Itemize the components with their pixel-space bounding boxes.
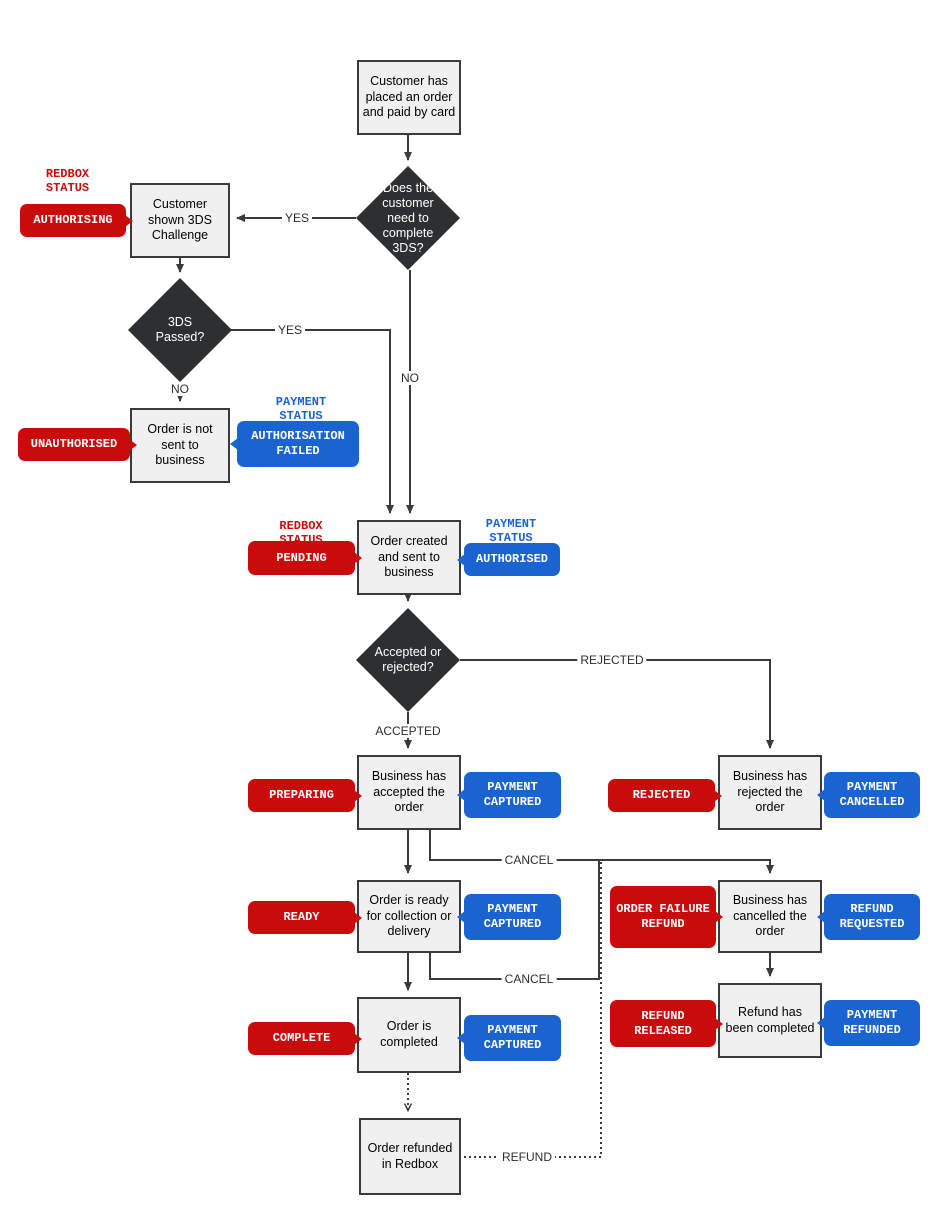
status-badge-ready: READY xyxy=(248,901,362,934)
node-business-accepted: Business has accepted the order xyxy=(357,755,461,830)
payment-badge-captured-accepted: PAYMENT CAPTURED xyxy=(457,772,561,818)
node-order-completed: Order is completed xyxy=(357,997,461,1073)
edge-label-yes-passed-3ds: YES xyxy=(274,323,306,337)
status-badge-rejected: REJECTED xyxy=(608,779,722,812)
node-order-ready: Order is ready for collection or deliver… xyxy=(357,880,461,953)
node-order-not-sent: Order is not sent to business xyxy=(130,408,230,483)
status-badge-unauthorised: UNAUTHORISED xyxy=(18,428,137,461)
node-order-created: Order created and sent to business xyxy=(357,520,461,595)
status-badge-complete: COMPLETE xyxy=(248,1022,362,1055)
status-badge-pending: PENDING xyxy=(248,541,362,575)
node-customer-shown-3ds-challenge: Customer shown 3DS Challenge xyxy=(130,183,230,258)
edge-label-cancel-from-ready: CANCEL xyxy=(501,972,557,986)
redbox-status-header-authorising: REDBOX STATUS xyxy=(45,167,90,195)
edge-label-yes-needs-3ds: YES xyxy=(281,211,313,225)
node-order-refunded-in-redbox: Order refunded in Redbox xyxy=(359,1118,461,1195)
node-customer-placed-order: Customer has placed an order and paid by… xyxy=(357,60,461,135)
edge-label-rejected: REJECTED xyxy=(577,653,647,667)
payment-status-header-authorised: PAYMENT STATUS xyxy=(485,517,537,545)
node-business-cancelled: Business has cancelled the order xyxy=(718,880,822,953)
payment-badge-cancelled: PAYMENT CANCELLED xyxy=(817,772,920,818)
payment-status-header-auth-failed: PAYMENT STATUS xyxy=(275,395,327,423)
decision-needs-3ds: Does the customer need to complete 3DS? xyxy=(356,166,460,270)
payment-badge-authorisation-failed: AUTHORISATION FAILED xyxy=(230,421,359,467)
status-badge-refund-released: REFUND RELEASED xyxy=(610,1000,723,1047)
node-refund-completed: Refund has been completed xyxy=(718,983,822,1058)
payment-badge-refunded: PAYMENT REFUNDED xyxy=(817,1000,920,1046)
edge-label-no-passed-3ds: NO xyxy=(168,382,192,396)
edge-label-no-needs-3ds: NO xyxy=(398,371,422,385)
payment-badge-captured-ready: PAYMENT CAPTURED xyxy=(457,894,561,940)
status-badge-order-failure-refund: ORDER FAILURE REFUND xyxy=(610,886,723,948)
status-badge-preparing: PREPARING xyxy=(248,779,362,812)
edge-label-refund: REFUND xyxy=(499,1150,555,1164)
node-business-rejected: Business has rejected the order xyxy=(718,755,822,830)
payment-badge-captured-complete: PAYMENT CAPTURED xyxy=(457,1015,561,1061)
edge-label-cancel-from-accepted: CANCEL xyxy=(501,853,557,867)
status-badge-authorising: AUTHORISING xyxy=(20,204,133,237)
edge-label-accepted: ACCEPTED xyxy=(372,724,444,738)
payment-badge-refund-requested: REFUND REQUESTED xyxy=(817,894,920,940)
payment-badge-authorised: AUTHORISED xyxy=(457,543,560,576)
